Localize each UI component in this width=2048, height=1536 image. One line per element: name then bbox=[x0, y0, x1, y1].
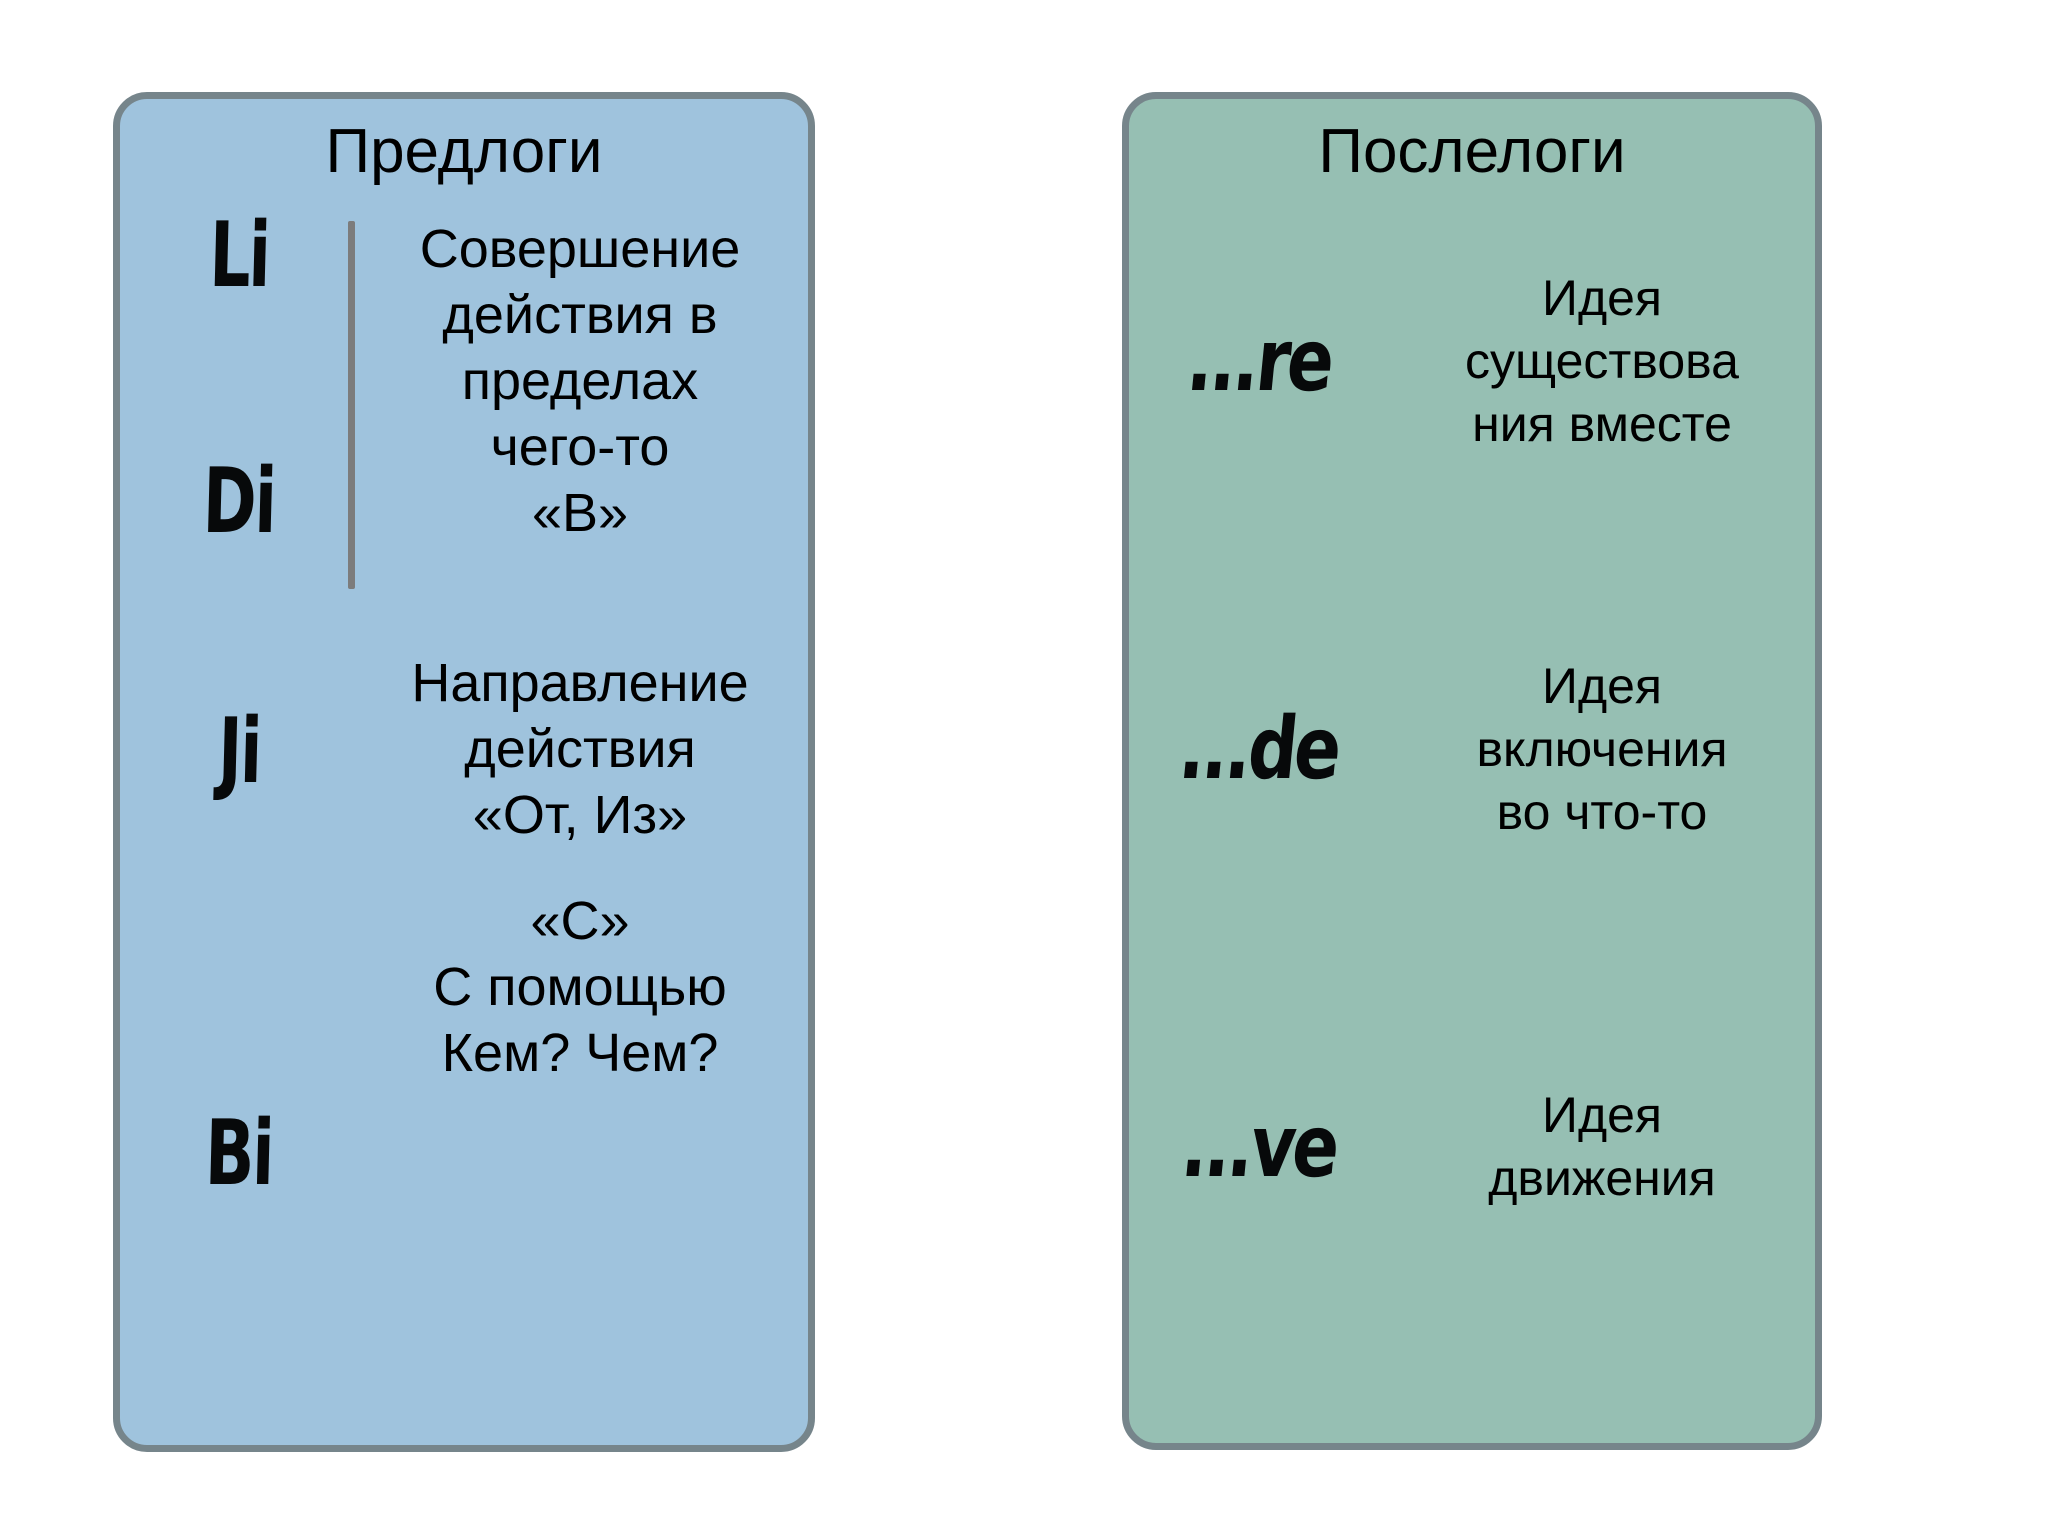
token-li: Li bbox=[134, 203, 344, 308]
description-re: Идея существова ния вместе bbox=[1389, 267, 1815, 456]
description-re-line-3: ния вместе bbox=[1472, 395, 1732, 452]
token-de: ...de bbox=[1129, 699, 1389, 799]
description-bi-line-2: С помощью bbox=[433, 956, 727, 1017]
description-ve-line-1: Идея bbox=[1542, 1087, 1662, 1143]
description-ji: Направление действия «От, Из» bbox=[370, 651, 790, 849]
postpositions-card: Послелоги ...re Идея существова ния вмес… bbox=[1122, 92, 1822, 1450]
token-li-label: Li bbox=[208, 203, 270, 308]
description-bi-line-1: «С» bbox=[530, 891, 630, 951]
description-li-di-line-3: пределах bbox=[461, 350, 699, 411]
description-bi: «С» С помощью Кем? Чем? bbox=[370, 889, 790, 1087]
description-ji-line-2: действия bbox=[464, 718, 696, 779]
token-bi: Bi bbox=[134, 1101, 344, 1206]
description-li-di-line-1: Совершение bbox=[419, 219, 741, 279]
postpositions-card-title: Послелоги bbox=[1318, 117, 1626, 186]
description-re-line-2: существова bbox=[1465, 332, 1739, 389]
postposition-row-ve: ...ve Идея движения bbox=[1129, 1027, 1815, 1267]
token-di-label: Di bbox=[201, 449, 277, 554]
description-li-di-line-2: действия в bbox=[442, 284, 718, 345]
description-re-line-1: Идея bbox=[1542, 269, 1662, 326]
description-de: Идея включения во что-то bbox=[1389, 655, 1815, 844]
description-li-di-line-5: «В» bbox=[531, 482, 629, 543]
description-ji-line-3: «От, Из» bbox=[472, 784, 688, 845]
postposition-row-de: ...de Идея включения во что-то bbox=[1129, 629, 1815, 869]
description-li-di-line-4: чего-то bbox=[490, 416, 670, 477]
token-re-label: ...re bbox=[1182, 311, 1336, 411]
prepositions-card: Предлоги Li Di Совершение действия в пре… bbox=[113, 92, 815, 1452]
token-ji: Ji bbox=[134, 699, 344, 804]
prepositions-card-title: Предлоги bbox=[325, 117, 603, 186]
column-divider bbox=[348, 221, 355, 589]
token-bi-label: Bi bbox=[204, 1101, 274, 1206]
token-de-label: ...de bbox=[1174, 699, 1344, 799]
description-li-di: Совершение действия в пределах чего-то «… bbox=[370, 217, 790, 546]
description-ji-line-1: Направление bbox=[411, 653, 749, 713]
token-di: Di bbox=[134, 449, 344, 554]
token-ji-label: Ji bbox=[216, 699, 262, 804]
description-bi-line-3: Кем? Чем? bbox=[441, 1022, 719, 1083]
token-re: ...re bbox=[1129, 311, 1389, 411]
postposition-row-re: ...re Идея существова ния вместе bbox=[1129, 241, 1815, 481]
token-ve-label: ...ve bbox=[1177, 1097, 1341, 1197]
description-de-line-2: включения bbox=[1476, 720, 1728, 777]
description-ve-line-2: движения bbox=[1488, 1150, 1716, 1206]
description-ve: Идея движения bbox=[1389, 1084, 1815, 1210]
description-de-line-3: во что-то bbox=[1496, 783, 1708, 840]
description-de-line-1: Идея bbox=[1542, 657, 1662, 714]
token-ve: ...ve bbox=[1129, 1097, 1389, 1197]
